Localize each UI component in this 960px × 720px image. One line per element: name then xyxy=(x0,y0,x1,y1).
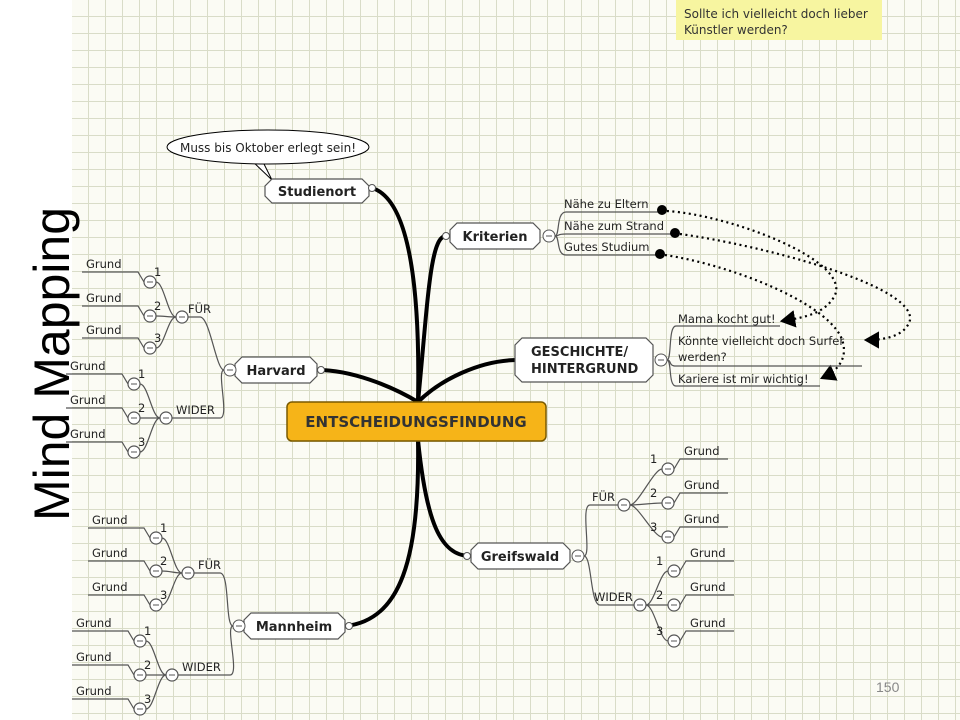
branch-label: WIDER xyxy=(176,403,215,417)
branch-label: FÜR xyxy=(198,556,221,572)
reason-label: Grund xyxy=(684,512,720,526)
reason-number: 3 xyxy=(656,624,663,638)
greifswald-label: Greifswald xyxy=(481,550,559,565)
reason-number: 1 xyxy=(656,554,663,568)
harvard-tree: FÜR1Grund2Grund3GrundWIDER1Grund2Grund3G… xyxy=(66,257,225,459)
reason-number: 1 xyxy=(160,521,167,535)
reason-label: Grund xyxy=(690,546,726,560)
greifswald-tree: FÜR1Grund2Grund3GrundWIDER1Grund2Grund3G… xyxy=(583,444,734,648)
page-number: 150 xyxy=(876,679,900,695)
central-label: ENTSCHEIDUNGSFINDUNG xyxy=(305,413,526,431)
branch-label: FÜR xyxy=(592,488,615,504)
reason-number: 3 xyxy=(650,520,657,534)
reason-number: 2 xyxy=(656,588,663,602)
callout-text: Muss bis Oktober erlegt sein! xyxy=(180,141,356,155)
geschichte-label-1: GESCHICHTE/ xyxy=(531,345,628,360)
topic-geschichte[interactable]: GESCHICHTE/ HINTERGRUND xyxy=(514,337,668,383)
reason-number: 3 xyxy=(160,588,167,602)
branch-label: FÜR xyxy=(188,300,211,316)
reason-label: Grund xyxy=(76,650,112,664)
reason-label: Grund xyxy=(92,513,128,527)
reason-number: 3 xyxy=(144,692,151,706)
reason-number: 3 xyxy=(138,435,145,449)
reason-number: 2 xyxy=(144,658,151,672)
callout-bubble: Muss bis Oktober erlegt sein! xyxy=(166,129,370,181)
note-line-1: Sollte ich vielleicht doch lieber xyxy=(684,7,868,21)
geschichte-item-2b: werden? xyxy=(678,350,727,364)
reason-label: Grund xyxy=(76,684,112,698)
topic-kriterien[interactable]: Kriterien xyxy=(442,222,556,250)
reason-number: 2 xyxy=(138,401,145,415)
kriterium-3: Gutes Studium xyxy=(564,240,650,254)
reason-label: Grund xyxy=(684,444,720,458)
relationship-arrows xyxy=(664,209,912,381)
kriterium-1: Nähe zu Eltern xyxy=(564,197,649,211)
reason-label: Grund xyxy=(76,616,112,630)
geschichte-connectors xyxy=(666,325,862,387)
reason-label: Grund xyxy=(86,323,122,337)
reason-number: 2 xyxy=(160,554,167,568)
reason-label: Grund xyxy=(684,478,720,492)
branch-label: WIDER xyxy=(594,590,633,604)
mannheim-label: Mannheim xyxy=(256,620,332,635)
studienort-label: Studienort xyxy=(278,185,356,200)
harvard-label: Harvard xyxy=(246,364,305,379)
reason-number: 2 xyxy=(154,299,161,313)
geschichte-item-2a: Könnte vielleicht doch Surfer xyxy=(678,334,844,348)
kriterien-connectors xyxy=(554,211,675,256)
reason-number: 2 xyxy=(650,486,657,500)
topic-studienort[interactable]: Studienort xyxy=(264,178,376,204)
reason-label: Grund xyxy=(70,359,106,373)
topic-greifswald[interactable]: Greifswald xyxy=(463,542,585,570)
reason-label: Grund xyxy=(690,616,726,630)
sticky-note: Sollte ich vielleicht doch lieber Künstl… xyxy=(676,0,882,40)
reason-label: Grund xyxy=(92,546,128,560)
reason-label: Grund xyxy=(690,580,726,594)
reason-label: Grund xyxy=(86,291,122,305)
geschichte-item-1: Mama kocht gut! xyxy=(678,312,776,326)
main-branches xyxy=(316,186,520,628)
geschichte-item-3: Kariere ist mir wichtig! xyxy=(678,372,809,386)
reason-label: Grund xyxy=(92,580,128,594)
note-line-2: Künstler werden? xyxy=(684,23,788,37)
mannheim-tree: FÜR1Grund2Grund3GrundWIDER1Grund2Grund3G… xyxy=(72,513,235,716)
geschichte-label-2: HINTERGRUND xyxy=(531,362,638,377)
reason-label: Grund xyxy=(70,427,106,441)
branch-label: WIDER xyxy=(182,660,221,674)
reason-number: 1 xyxy=(154,265,161,279)
reason-number: 3 xyxy=(154,331,161,345)
central-node[interactable]: ENTSCHEIDUNGSFINDUNG xyxy=(286,401,547,442)
reason-label: Grund xyxy=(86,257,122,271)
reason-number: 1 xyxy=(650,452,657,466)
reason-number: 1 xyxy=(138,367,145,381)
topic-harvard[interactable]: Harvard xyxy=(223,356,325,384)
kriterium-2: Nähe zum Strand xyxy=(564,219,664,233)
reason-label: Grund xyxy=(70,393,106,407)
kriterien-label: Kriterien xyxy=(463,230,528,245)
reason-number: 1 xyxy=(144,624,151,638)
topic-mannheim[interactable]: Mannheim xyxy=(232,612,353,640)
